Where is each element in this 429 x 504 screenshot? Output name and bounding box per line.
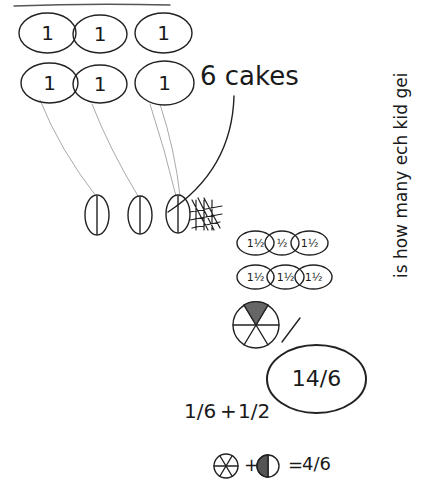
handwritten-number: 1 — [18, 23, 77, 43]
handwritten-number: 1 — [72, 24, 128, 44]
handwritten-note: + — [244, 455, 259, 475]
circled-number: 1½ — [236, 264, 275, 290]
handwritten-number: 1 — [72, 74, 128, 94]
handwritten-note: 1/2 — [238, 400, 270, 422]
handwritten-note: is how many ech kid gei — [393, 72, 412, 277]
circled-number: 1 — [72, 64, 128, 104]
circled-number: 1 — [134, 12, 193, 54]
circled-number: 1 — [18, 12, 77, 54]
handwritten-number: 1½ — [294, 272, 333, 283]
handwritten-number: 1 — [20, 73, 79, 93]
circled-number: 14/6 — [266, 344, 367, 414]
circled-number: 1 — [134, 60, 195, 106]
circled-number: ½ — [264, 230, 300, 256]
circled-number: 1 — [20, 62, 79, 104]
handwritten-note: 6 cakes — [200, 62, 299, 91]
circled-number: 1½ — [266, 264, 305, 290]
circled-number: 1½ — [290, 230, 329, 256]
handwritten-number: 1½ — [236, 272, 275, 283]
circled-number: 1½ — [236, 230, 275, 256]
handwritten-number: 1 — [134, 23, 193, 43]
handwritten-note: + — [220, 400, 237, 422]
handwritten-number: 1 — [134, 73, 195, 93]
handwritten-number: 1½ — [290, 238, 329, 249]
handwritten-note: = — [288, 455, 303, 475]
circled-number: 1 — [72, 14, 128, 54]
handwritten-number: 14/6 — [266, 368, 367, 390]
handwritten-note: 1/6 — [184, 400, 216, 422]
circled-number: 1½ — [294, 264, 333, 290]
handwritten-note: 4/6 — [302, 454, 331, 474]
handwritten-number: 1½ — [236, 238, 275, 249]
handwritten-number: ½ — [264, 238, 300, 249]
handwritten-number: 1½ — [266, 272, 305, 283]
